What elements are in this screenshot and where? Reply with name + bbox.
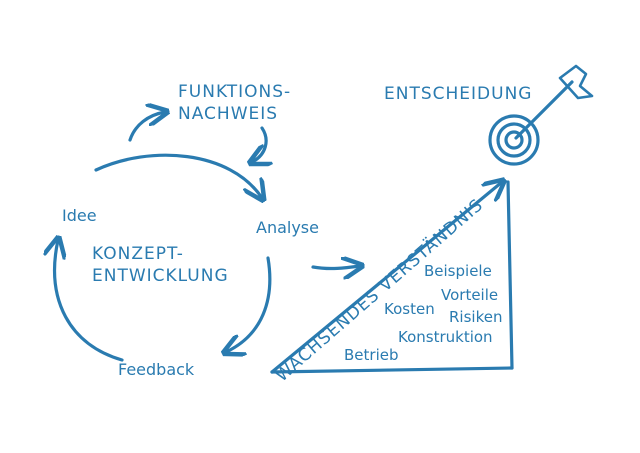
label-vorteile: Vorteile xyxy=(441,286,499,304)
arrow-from-funktionsnachweis xyxy=(252,126,266,162)
label-entscheidung: ENTSCHEIDUNG xyxy=(384,84,533,104)
label-idee: Idee xyxy=(62,206,97,225)
label-konstruktion: Konstruktion xyxy=(398,328,493,346)
arrow-feedback-idee xyxy=(55,240,124,362)
label-konzept-2: ENTWICKLUNG xyxy=(92,266,229,286)
label-beispiele: Beispiele xyxy=(424,262,492,280)
dart-shaft xyxy=(514,80,574,140)
label-feedback: Feedback xyxy=(118,360,195,379)
triangle-right-side xyxy=(506,180,514,370)
label-betrieb: Betrieb xyxy=(344,346,399,364)
arrow-to-triangle xyxy=(311,266,360,269)
triangle-hypotenuse xyxy=(270,182,502,374)
arrow-to-funktionsnachweis xyxy=(128,112,165,142)
dart-fletch xyxy=(558,64,594,100)
arrow-analyse-feedback xyxy=(226,256,272,352)
target-icon xyxy=(488,114,540,166)
arrow-idee-analyse xyxy=(94,153,262,198)
label-funktionsnachweis-1: FUNKTIONS- xyxy=(178,82,292,102)
label-kosten: Kosten xyxy=(384,300,435,318)
triangle-base xyxy=(270,366,514,374)
label-konzept-1: KONZEPT- xyxy=(92,244,184,264)
label-analyse: Analyse xyxy=(256,218,319,237)
label-risiken: Risiken xyxy=(449,308,503,326)
label-funktionsnachweis-2: NACHWEIS xyxy=(178,104,279,124)
